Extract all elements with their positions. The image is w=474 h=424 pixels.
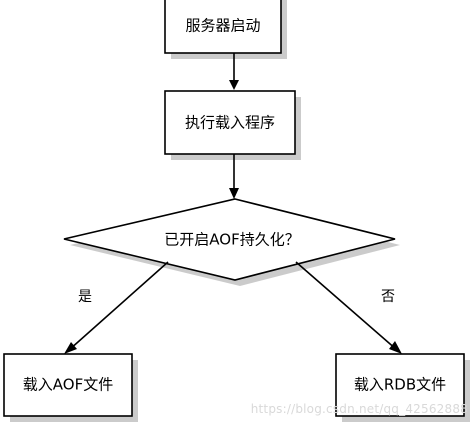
node-load-rdb-label: 载入RDB文件 xyxy=(354,376,446,394)
edge-no-label: 否 xyxy=(381,289,395,305)
node-start-label: 服务器启动 xyxy=(185,17,260,35)
arrowhead-icon xyxy=(389,341,402,354)
edge-yes-label: 是 xyxy=(78,289,92,305)
node-load-aof: 载入AOF文件 xyxy=(3,353,138,422)
node-decision-label: 已开启AOF持久化？ xyxy=(164,231,299,249)
arrowhead-icon xyxy=(229,188,239,199)
node-start: 服务器启动 xyxy=(164,0,287,59)
arrowhead-icon xyxy=(229,80,239,90)
node-load-program: 执行载入程序 xyxy=(164,90,301,160)
edge-decision-to-load-rdb: 否 xyxy=(295,261,402,354)
arrowhead-icon xyxy=(64,342,77,354)
node-load-rdb: 载入RDB文件 xyxy=(335,353,470,422)
watermark-text: https://blog.csdn.net/qq_42562888 xyxy=(250,402,468,416)
edge-decision-to-load-aof: 是 xyxy=(64,261,169,354)
edge-start-to-load-program xyxy=(229,53,239,90)
node-load-aof-label: 载入AOF文件 xyxy=(23,376,113,394)
node-load-program-label: 执行载入程序 xyxy=(185,114,275,132)
node-decision: 已开启AOF持久化？ xyxy=(63,198,400,286)
edge-load-program-to-decision xyxy=(229,154,239,199)
